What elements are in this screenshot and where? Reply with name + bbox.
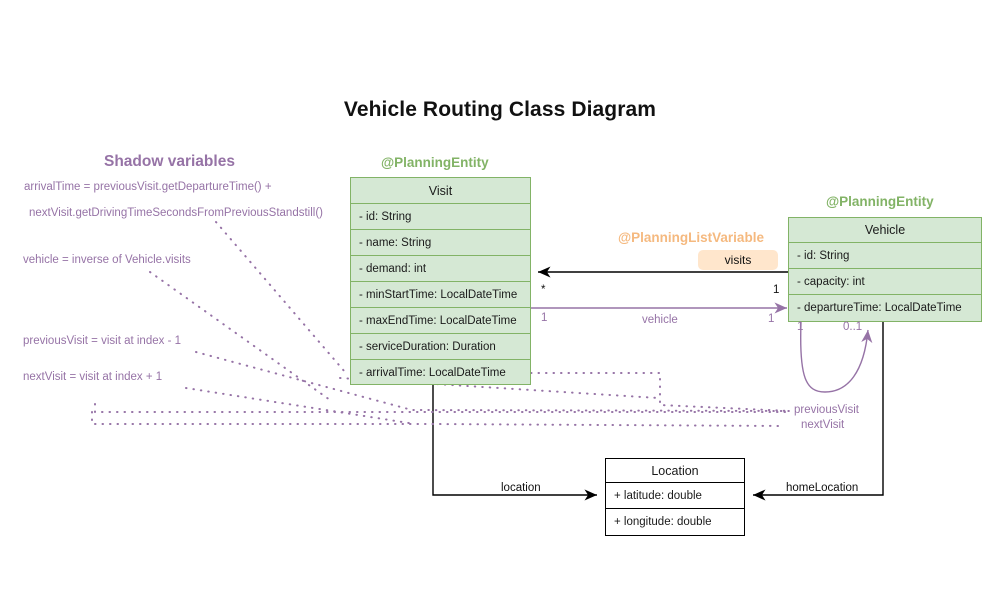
vehicle-class-name: Vehicle — [789, 218, 981, 243]
vehicle-edge-label: vehicle — [642, 314, 678, 326]
visit-attribute-service-duration: - serviceDuration: Duration — [351, 334, 530, 360]
shadow-rule-arrival-time-2: nextVisit.getDrivingTimeSecondsFromPrevi… — [29, 207, 323, 219]
vehicle-attribute-departure-time: - departureTime: LocalDateTime — [797, 302, 962, 314]
location-attribute-latitude: + latitude: double — [606, 483, 744, 509]
visit-attribute-arrival-time: - arrivalTime: LocalDateTime — [359, 367, 506, 379]
page-title: Vehicle Routing Class Diagram — [343, 98, 657, 121]
visits-source-multiplicity: 1 — [773, 284, 780, 296]
location-class-name: Location — [606, 459, 744, 483]
class-box-visit[interactable]: Visit - id: String - name: String - dema… — [350, 177, 531, 385]
visits-badge[interactable]: visits — [698, 250, 778, 270]
visit-class-name: Visit — [351, 178, 530, 204]
vehicle-attribute-capacity: - capacity: int — [789, 269, 981, 295]
visits-stereotype: @PlanningListVariable — [618, 230, 764, 245]
visit-attribute-min-start-time: - minStartTime: LocalDateTime — [351, 282, 530, 308]
vehicle-attribute-id: - id: String — [789, 243, 981, 269]
class-box-vehicle[interactable]: Vehicle - id: String - capacity: int - d… — [788, 217, 982, 322]
visit-stereotype: @PlanningEntity — [381, 155, 489, 170]
previous-visit-label: previousVisit — [794, 404, 859, 416]
next-visit-label: nextVisit — [801, 419, 845, 431]
home-location-edge-label: homeLocation — [786, 482, 859, 494]
visit-attribute-name: - name: String — [351, 230, 530, 256]
visits-target-multiplicity: * — [541, 284, 546, 296]
location-edge-label: location — [501, 482, 541, 494]
shadow-rule-next-visit: nextVisit = visit at index + 1 — [23, 371, 163, 383]
visit-attribute-id: - id: String — [351, 204, 530, 230]
shadow-rule-arrival-time-1: arrivalTime = previousVisit.getDeparture… — [24, 181, 272, 193]
self-loop-source-multiplicity: 1 — [797, 321, 804, 333]
vehicle-target-multiplicity: 1 — [768, 313, 775, 325]
class-box-location[interactable]: Location + latitude: double + longitude:… — [605, 458, 745, 536]
visit-attribute-max-end-time: - maxEndTime: LocalDateTime — [351, 308, 530, 334]
shadow-variables-title: Shadow variables — [104, 153, 235, 170]
self-loop-target-multiplicity: 0..1 — [843, 321, 863, 333]
edge-location — [432, 385, 597, 501]
visit-attribute-demand: - demand: int — [351, 256, 530, 282]
vehicle-source-multiplicity: 1 — [541, 312, 548, 324]
shadow-rule-vehicle: vehicle = inverse of Vehicle.visits — [23, 254, 191, 266]
location-attribute-longitude: + longitude: double — [614, 516, 712, 528]
shadow-rule-previous-visit: previousVisit = visit at index - 1 — [23, 335, 181, 347]
vehicle-stereotype: @PlanningEntity — [826, 194, 934, 209]
